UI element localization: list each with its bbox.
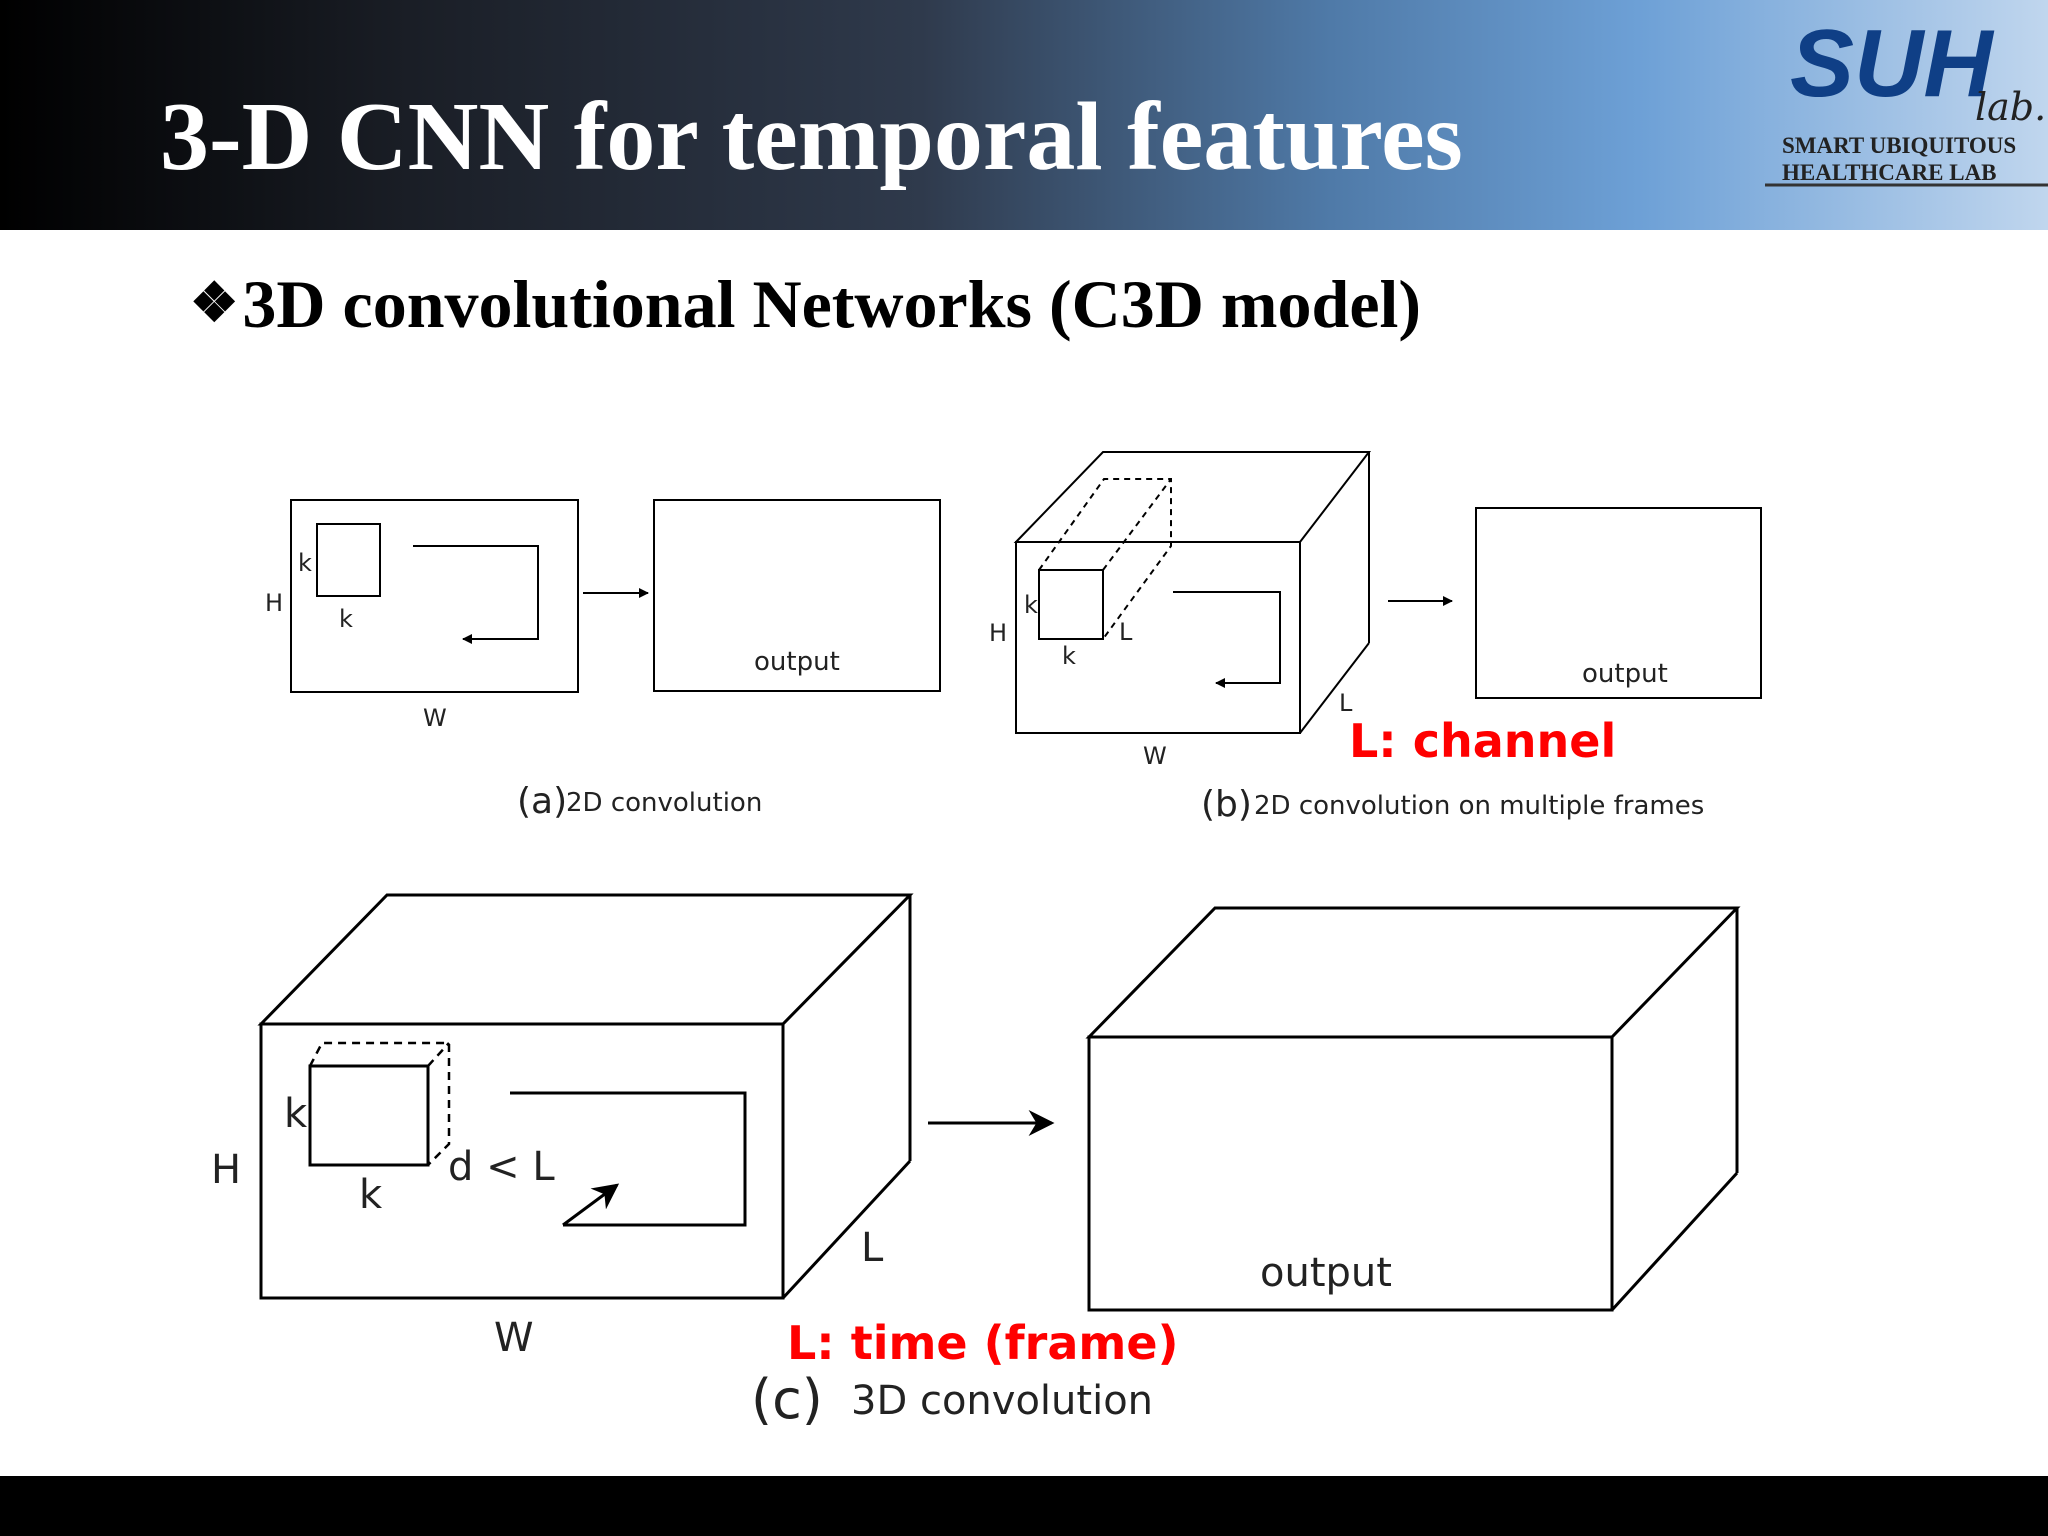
- kernel-dashed-edge: [427, 1042, 450, 1067]
- panel-b-2d-multi-frame: H W k k L L output L: channel (b) 2D con…: [989, 451, 1762, 825]
- step-arrow: [562, 1183, 620, 1227]
- slide-header: 3-D CNN for temporal features SUH lab. S…: [0, 0, 2048, 230]
- panel-c-3d-convolution: H W k k d < L L output L: time (frame) (…: [211, 893, 1741, 1431]
- kernel-box: [308, 1064, 430, 1167]
- caption-text: 2D convolution on multiple frames: [1254, 791, 1704, 821]
- scan-path-arrow: [413, 545, 539, 644]
- panel-a-2d-convolution: H W k k output (a) 2D convolution: [265, 499, 941, 822]
- label-k-side: k: [1024, 591, 1038, 619]
- input-cube-top: [257, 893, 914, 1026]
- label-output: output: [1260, 1250, 1392, 1296]
- input-cube-top: [1013, 451, 1372, 543]
- convolution-diagram: H W k k output (a) 2D convolution H W k …: [211, 451, 1762, 1431]
- annotation-time: L: time (frame): [787, 1316, 1179, 1370]
- bullet-item: ❖3D convolutional Networks (C3D model): [190, 270, 1421, 338]
- label-h: H: [989, 619, 1007, 647]
- label-output: output: [754, 647, 840, 677]
- output-frame: [653, 499, 941, 692]
- label-l-depth: L: [861, 1225, 884, 1271]
- label-k-bottom: k: [339, 605, 353, 633]
- kernel-box: [316, 523, 381, 597]
- input-frame: [290, 499, 579, 693]
- label-w: W: [423, 704, 447, 732]
- kernel-dashed-depth: [308, 1041, 451, 1166]
- label-k-bottom: k: [1062, 642, 1076, 670]
- caption-text: 3D convolution: [851, 1378, 1153, 1424]
- suh-lab-logo: SUH lab. SMART UBIQUITOUS HEALTHCARE LAB: [1765, 10, 2048, 187]
- input-cube-front: [259, 1022, 785, 1300]
- label-w: W: [494, 1315, 534, 1361]
- output-cube-front: [1087, 1035, 1614, 1312]
- label-h: H: [211, 1147, 241, 1193]
- footer-bar: [0, 1476, 2048, 1536]
- slide-title: 3-D CNN for temporal features: [160, 83, 1463, 191]
- scan-path: [510, 1091, 747, 1227]
- caption-letter: (a): [517, 781, 567, 822]
- output-cube-depth-edge: [1610, 1171, 1739, 1312]
- input-cube-depth-edge: [1299, 642, 1370, 734]
- label-d-less-l: d < L: [448, 1144, 555, 1190]
- caption-letter: (c): [751, 1368, 823, 1431]
- label-output: output: [1582, 659, 1668, 689]
- annotation-channel: L: channel: [1349, 714, 1616, 768]
- label-k-bottom: k: [359, 1172, 383, 1218]
- caption-letter: (b): [1201, 784, 1252, 825]
- label-l-kernel: L: [1119, 618, 1133, 646]
- logo-line2: HEALTHCARE LAB: [1782, 160, 1997, 185]
- label-k-side: k: [284, 1091, 308, 1137]
- scan-path-arrow: [1173, 591, 1281, 688]
- label-w: W: [1143, 742, 1167, 770]
- kernel-dashed-edge: [1102, 478, 1172, 571]
- output-cube-top: [1085, 906, 1741, 1039]
- output-frame: [1475, 507, 1762, 699]
- logo-suffix: lab.: [1975, 85, 2046, 129]
- label-k-side: k: [298, 549, 312, 577]
- bullet-text: 3D convolutional Networks (C3D model): [242, 266, 1422, 342]
- label-l-depth: L: [1339, 689, 1353, 717]
- kernel-box: [1038, 569, 1104, 640]
- caption-text: 2D convolution: [566, 788, 762, 818]
- diamond-bullet-icon: ❖: [190, 273, 239, 333]
- input-cube-depth-edge: [781, 1159, 912, 1300]
- label-h: H: [265, 589, 283, 617]
- logo-name: SUH: [1790, 10, 1994, 117]
- input-cube-front: [1015, 541, 1301, 734]
- logo-line1: SMART UBIQUITOUS: [1782, 133, 2016, 158]
